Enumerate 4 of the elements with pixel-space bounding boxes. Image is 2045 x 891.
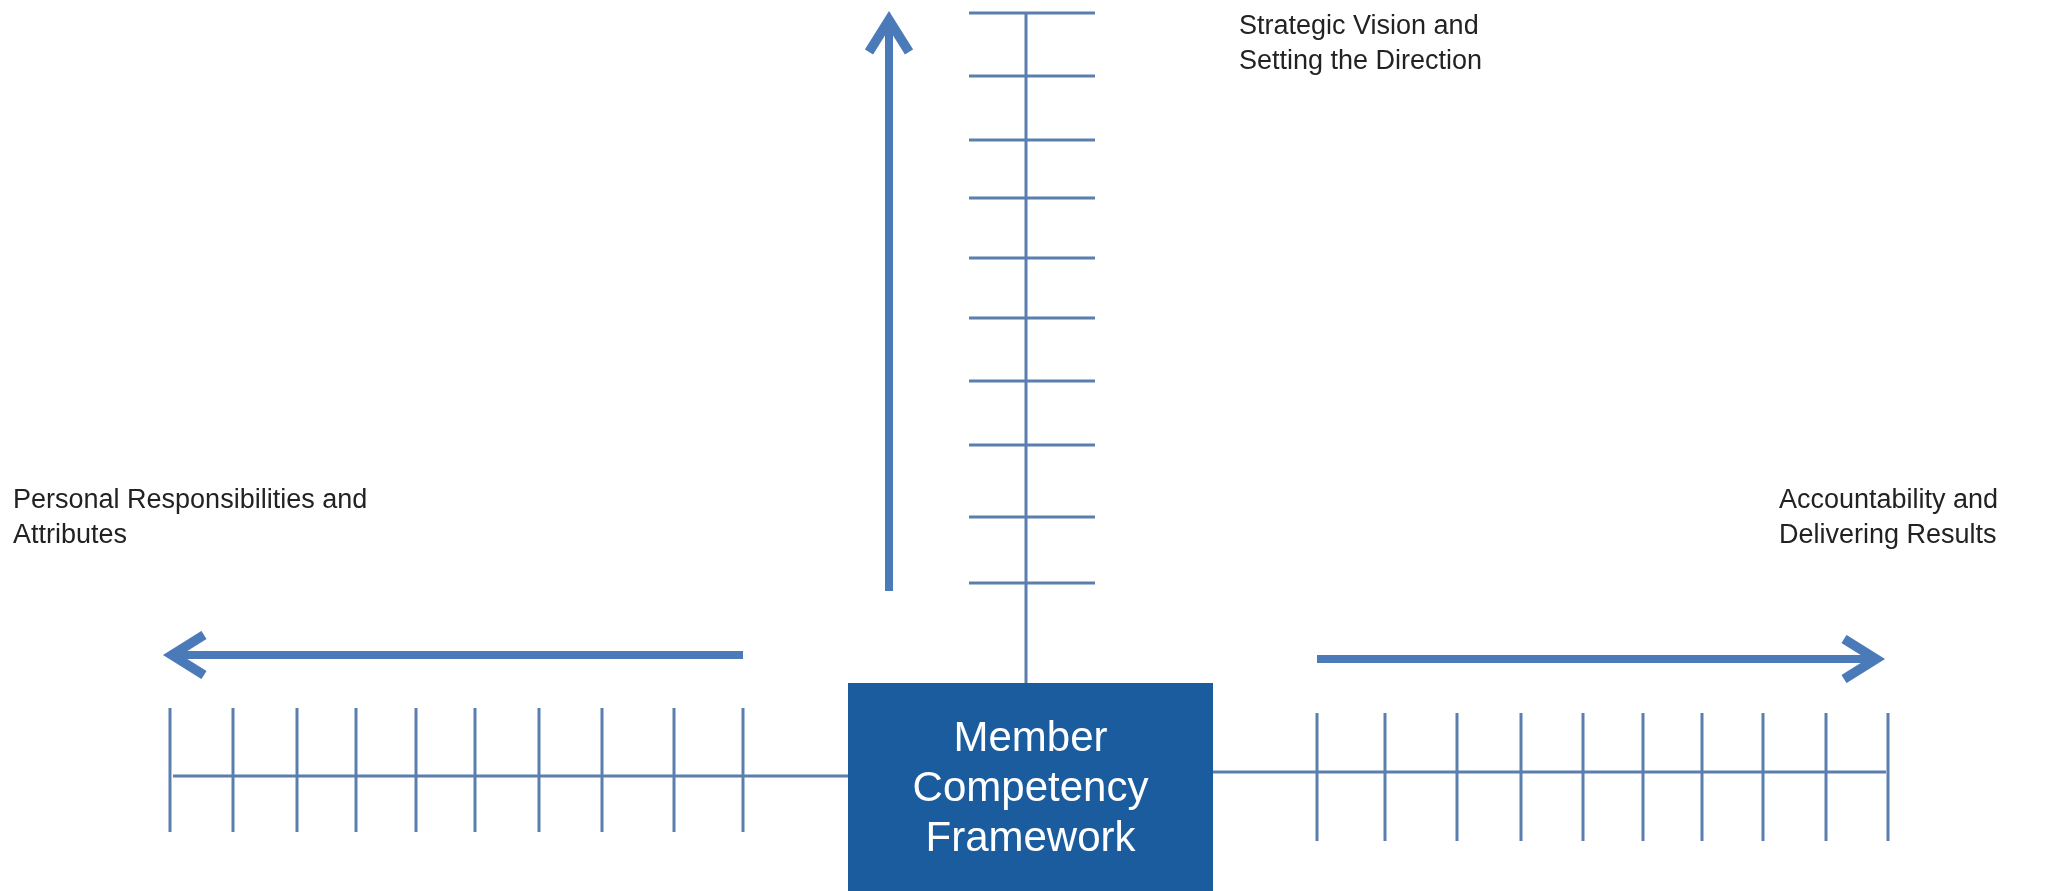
title-box: Member Competency Framework [848, 683, 1213, 891]
axis-label: Personal Responsibilities and Attributes [13, 483, 369, 551]
axis-label: Accountability and Delivering Results [1779, 483, 2000, 551]
axis-label: Strategic Vision and Setting the Direction [1239, 9, 1484, 77]
